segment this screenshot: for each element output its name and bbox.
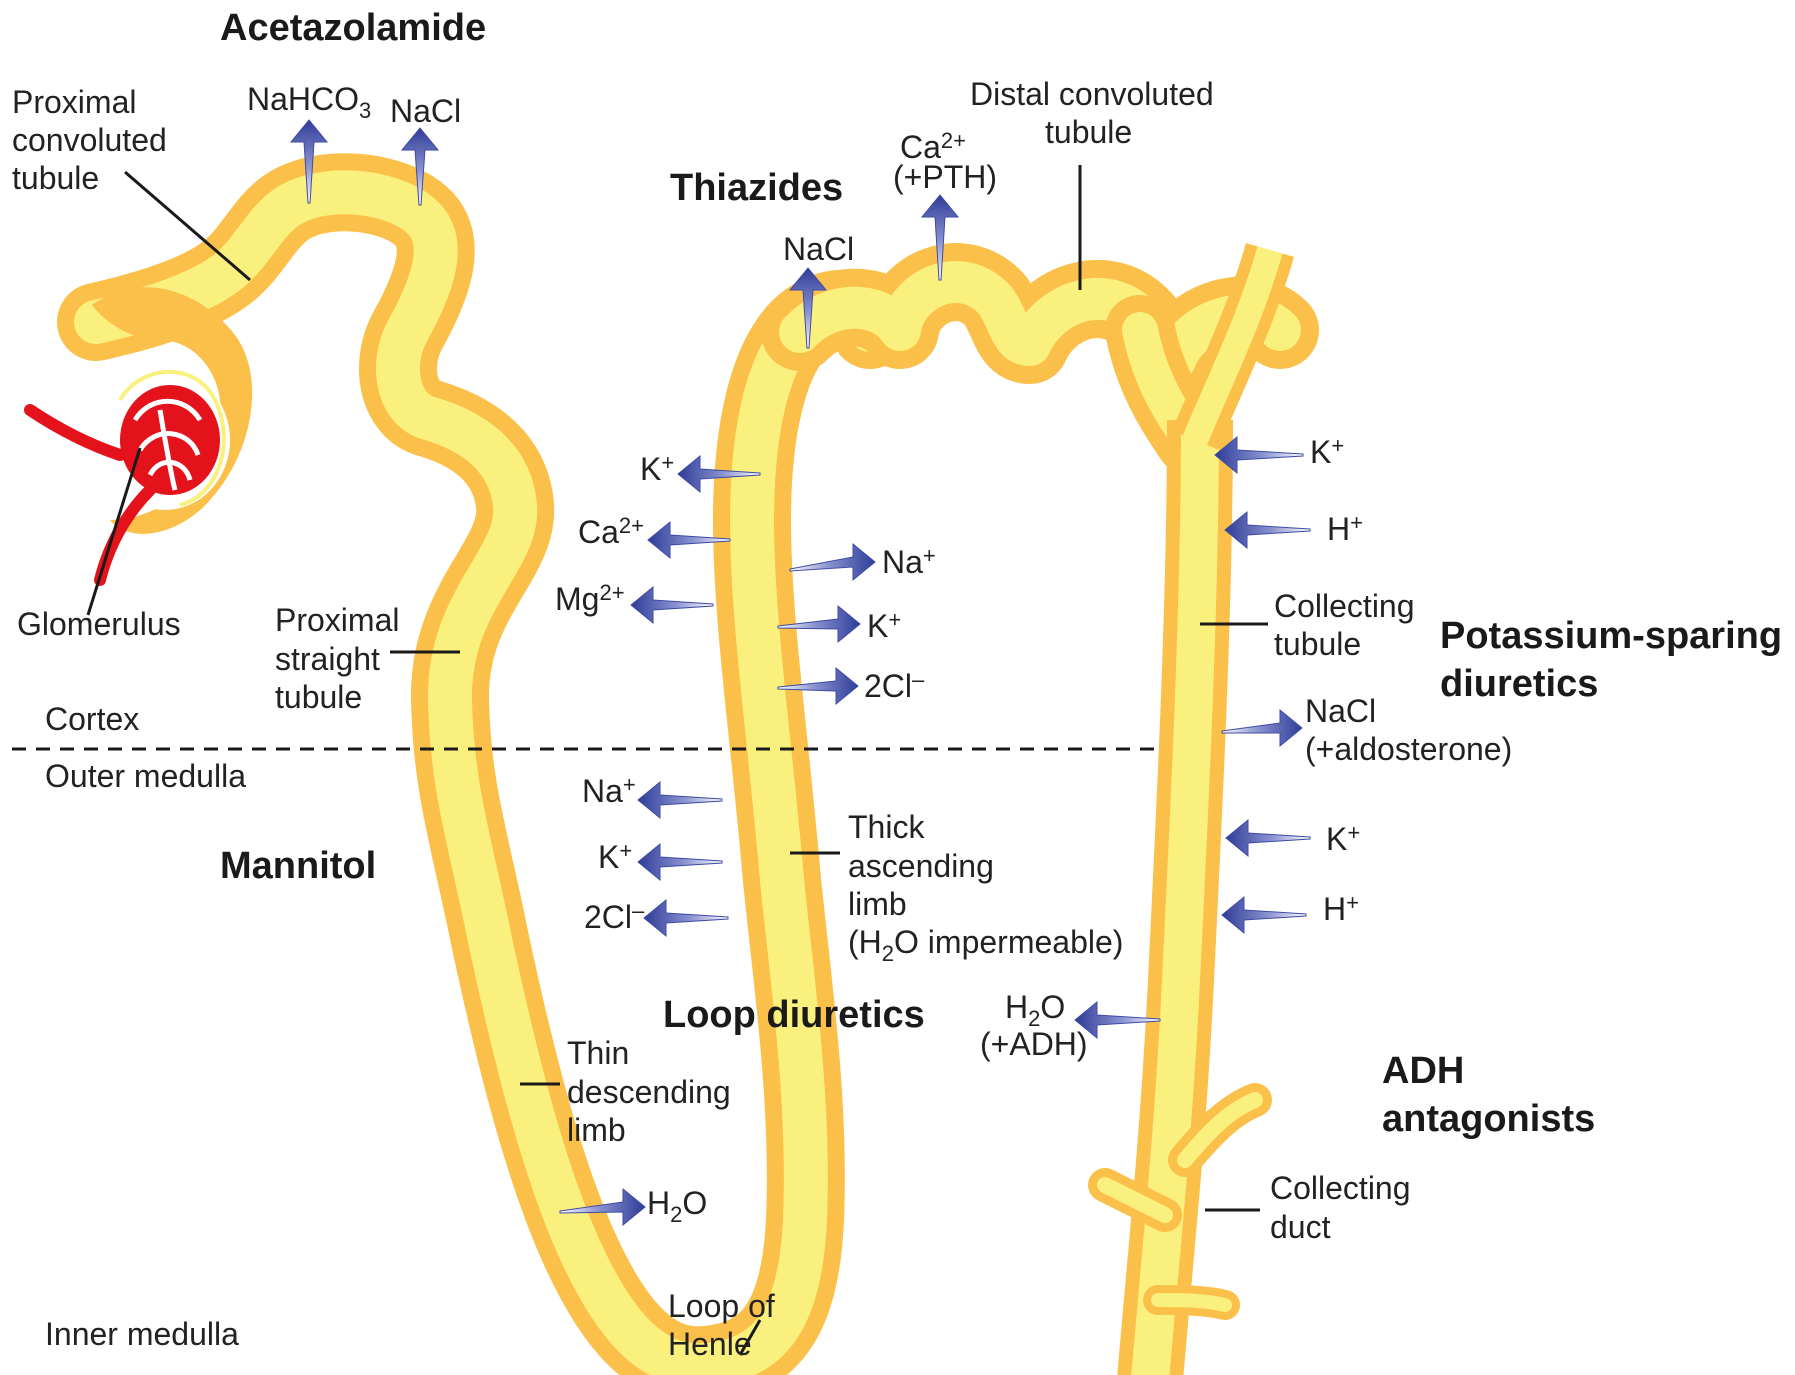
label-tal-1: Thick: [848, 809, 925, 845]
label-potassium-sparing-line2: diuretics: [1440, 663, 1598, 705]
label-tdl-3: limb: [567, 1112, 626, 1148]
zone-cortex: Cortex: [45, 701, 139, 737]
label-tal-3: limb: [848, 886, 907, 922]
label-mannitol: Mannitol: [220, 845, 376, 887]
solute-ct-k1: K+: [1310, 433, 1344, 470]
solute-ct-h1: H+: [1327, 510, 1363, 547]
label-cd-2: duct: [1270, 1209, 1331, 1245]
label-pct-2: convoluted: [12, 122, 167, 158]
label-dct-1: Distal convoluted: [970, 76, 1214, 112]
solute-tal-in-cl: 2Cl–: [864, 667, 925, 704]
solute-cd-adh: (+ADH): [980, 1026, 1088, 1062]
solute-ct-nacl: NaCl: [1305, 693, 1376, 729]
zone-outer-medulla: Outer medulla: [45, 758, 246, 794]
solute-tal-lower-na: Na+: [582, 772, 636, 809]
arrow-ct-h1: [1225, 512, 1310, 548]
collecting-branch-low-inner: [1158, 1300, 1225, 1305]
label-pct-3: tubule: [12, 160, 99, 196]
label-potassium-sparing-line1: Potassium-sparing: [1440, 615, 1782, 657]
solute-cd-h2o: H2O: [1005, 989, 1065, 1031]
arrow-ct-nacl: [1222, 710, 1302, 746]
label-acetazolamide: Acetazolamide: [220, 7, 486, 49]
label-cd-1: Collecting: [1270, 1170, 1411, 1206]
solute-tal-lower-cl: 2Cl–: [584, 898, 645, 935]
solute-tal-out-k: K+: [640, 450, 674, 487]
zone-inner-medulla: Inner medulla: [45, 1316, 239, 1352]
solute-tal-out-ca: Ca2+: [578, 513, 644, 550]
arrow-ct-h2: [1222, 897, 1306, 933]
label-thiazides: Thiazides: [670, 167, 843, 209]
label-tdl-2: descending: [567, 1074, 731, 1110]
solute-ct-h2: H+: [1323, 890, 1359, 927]
label-glomerulus: Glomerulus: [17, 606, 181, 642]
label-pct-1: Proximal: [12, 84, 136, 120]
solute-dct-nacl: NaCl: [783, 231, 854, 267]
label-pst-3: tubule: [275, 679, 362, 715]
label-pst-2: straight: [275, 641, 380, 677]
label-dct-2: tubule: [1045, 114, 1132, 150]
arrow-tal-lower-cl: [644, 900, 728, 936]
efferent-arteriole: [100, 490, 150, 580]
label-ct-1: Collecting: [1274, 588, 1415, 624]
solute-pct-nahco3: NaHCO3: [247, 81, 371, 123]
label-ct-2: tubule: [1274, 626, 1361, 662]
solute-tal-out-mg: Mg2+: [555, 580, 625, 617]
label-loop-diuretics: Loop diuretics: [663, 994, 925, 1036]
arrow-tal-lower-k: [638, 844, 722, 880]
solute-tal-in-na: Na+: [882, 543, 936, 580]
label-tal-2: ascending: [848, 848, 994, 884]
label-tdl-1: Thin: [567, 1035, 629, 1071]
arrow-tal-in-na: [790, 544, 875, 580]
arrow-tal-lower-na: [638, 782, 722, 818]
solute-ct-k2: K+: [1326, 820, 1360, 857]
label-loop-1: Loop of: [668, 1288, 775, 1324]
arrow-tal-out-mg: [631, 587, 713, 623]
label-pst-1: Proximal: [275, 602, 399, 638]
solute-ct-aldo: (+aldosterone): [1305, 731, 1512, 767]
solute-tal-lower-k: K+: [598, 838, 632, 875]
label-adh-antagonists-line2: antagonists: [1382, 1098, 1595, 1140]
arrow-ct-k2: [1226, 820, 1310, 856]
label-loop-2: Henle: [668, 1326, 752, 1362]
solute-dct-pth: (+PTH): [893, 159, 997, 195]
solute-tdl-h2o: H2O: [647, 1185, 707, 1227]
label-adh-antagonists-line1: ADH: [1382, 1050, 1464, 1092]
solute-pct-nacl: NaCl: [390, 93, 461, 129]
solute-tal-in-k: K+: [867, 607, 901, 644]
label-tal-note: (H2O impermeable): [848, 924, 1123, 966]
